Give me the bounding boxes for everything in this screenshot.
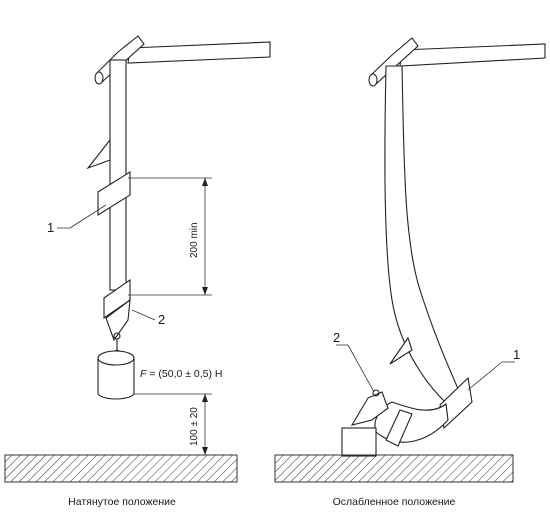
dim-200-line: [128, 177, 212, 296]
leader-1-right: [467, 361, 515, 391]
leader-1-left: [57, 204, 107, 229]
left-clip-1: [97, 171, 131, 216]
leader-2-left: [131, 309, 156, 321]
right-strip-end: [350, 391, 389, 426]
dim-100-line: [134, 393, 212, 455]
right-hook-icon: [372, 389, 380, 397]
right-ground: [274, 454, 514, 483]
left-flap: [86, 138, 111, 170]
label-2-left: 2: [158, 312, 165, 327]
label-2-right: 2: [333, 330, 340, 345]
right-rod: [368, 37, 419, 87]
left-ground: [4, 454, 238, 483]
caption-right: Ослабленное положение: [333, 496, 456, 508]
label-200min: 200 min: [189, 222, 200, 258]
caption-left: Натянутое положение: [68, 496, 176, 508]
right-clip-2: [385, 409, 413, 447]
right-flap: [389, 336, 413, 365]
weight-icon: [97, 350, 135, 400]
label-1-right: 1: [513, 347, 520, 362]
left-top-bar: [127, 41, 271, 64]
left-assembly: [57, 35, 271, 455]
left-strip: [109, 59, 127, 291]
force-label: F = (50,0 ± 0,5) H: [140, 368, 223, 380]
right-assembly: [336, 37, 546, 457]
left-strip-tip: [105, 298, 131, 342]
right-weight-icon: [341, 427, 377, 457]
left-rod: [94, 35, 145, 85]
leader-2-right: [336, 344, 375, 393]
force-symbol: F: [140, 368, 147, 380]
label-100pm20: 100 ± 20: [189, 407, 200, 446]
force-value: = (50,0 ± 0,5) H: [146, 368, 222, 380]
right-top-bar: [399, 43, 546, 67]
label-1-left: 1: [47, 220, 54, 235]
